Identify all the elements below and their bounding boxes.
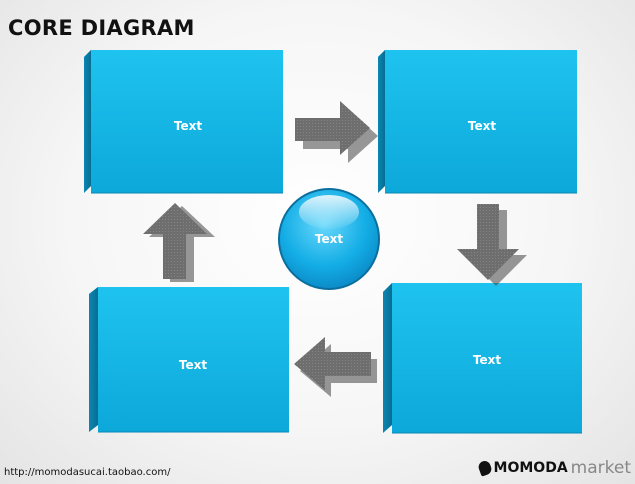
momoda-logo-icon <box>476 459 493 477</box>
process-box-2 <box>378 50 577 194</box>
brand-logo: MOMODA market <box>476 458 631 478</box>
process-box-3-label: Text <box>472 353 502 367</box>
process-box-2-label: Text <box>467 119 497 133</box>
brand-suffix: market <box>570 458 631 478</box>
process-box-3 <box>383 283 582 434</box>
center-sphere <box>278 188 380 290</box>
arrow-left <box>294 337 377 397</box>
footer-url[interactable]: http://momodasucai.taobao.com/ <box>4 467 171 478</box>
process-box-4-label: Text <box>178 358 208 372</box>
arrow-up <box>143 203 215 282</box>
center-sphere-label: Text <box>314 232 344 246</box>
process-box-4 <box>89 287 289 433</box>
arrow-right <box>295 101 378 163</box>
process-box-1 <box>84 50 283 194</box>
page-title: CORE DIAGRAM <box>8 16 195 40</box>
brand-name: MOMODA <box>493 460 568 476</box>
process-box-1-label: Text <box>173 119 203 133</box>
arrow-down <box>457 204 527 286</box>
